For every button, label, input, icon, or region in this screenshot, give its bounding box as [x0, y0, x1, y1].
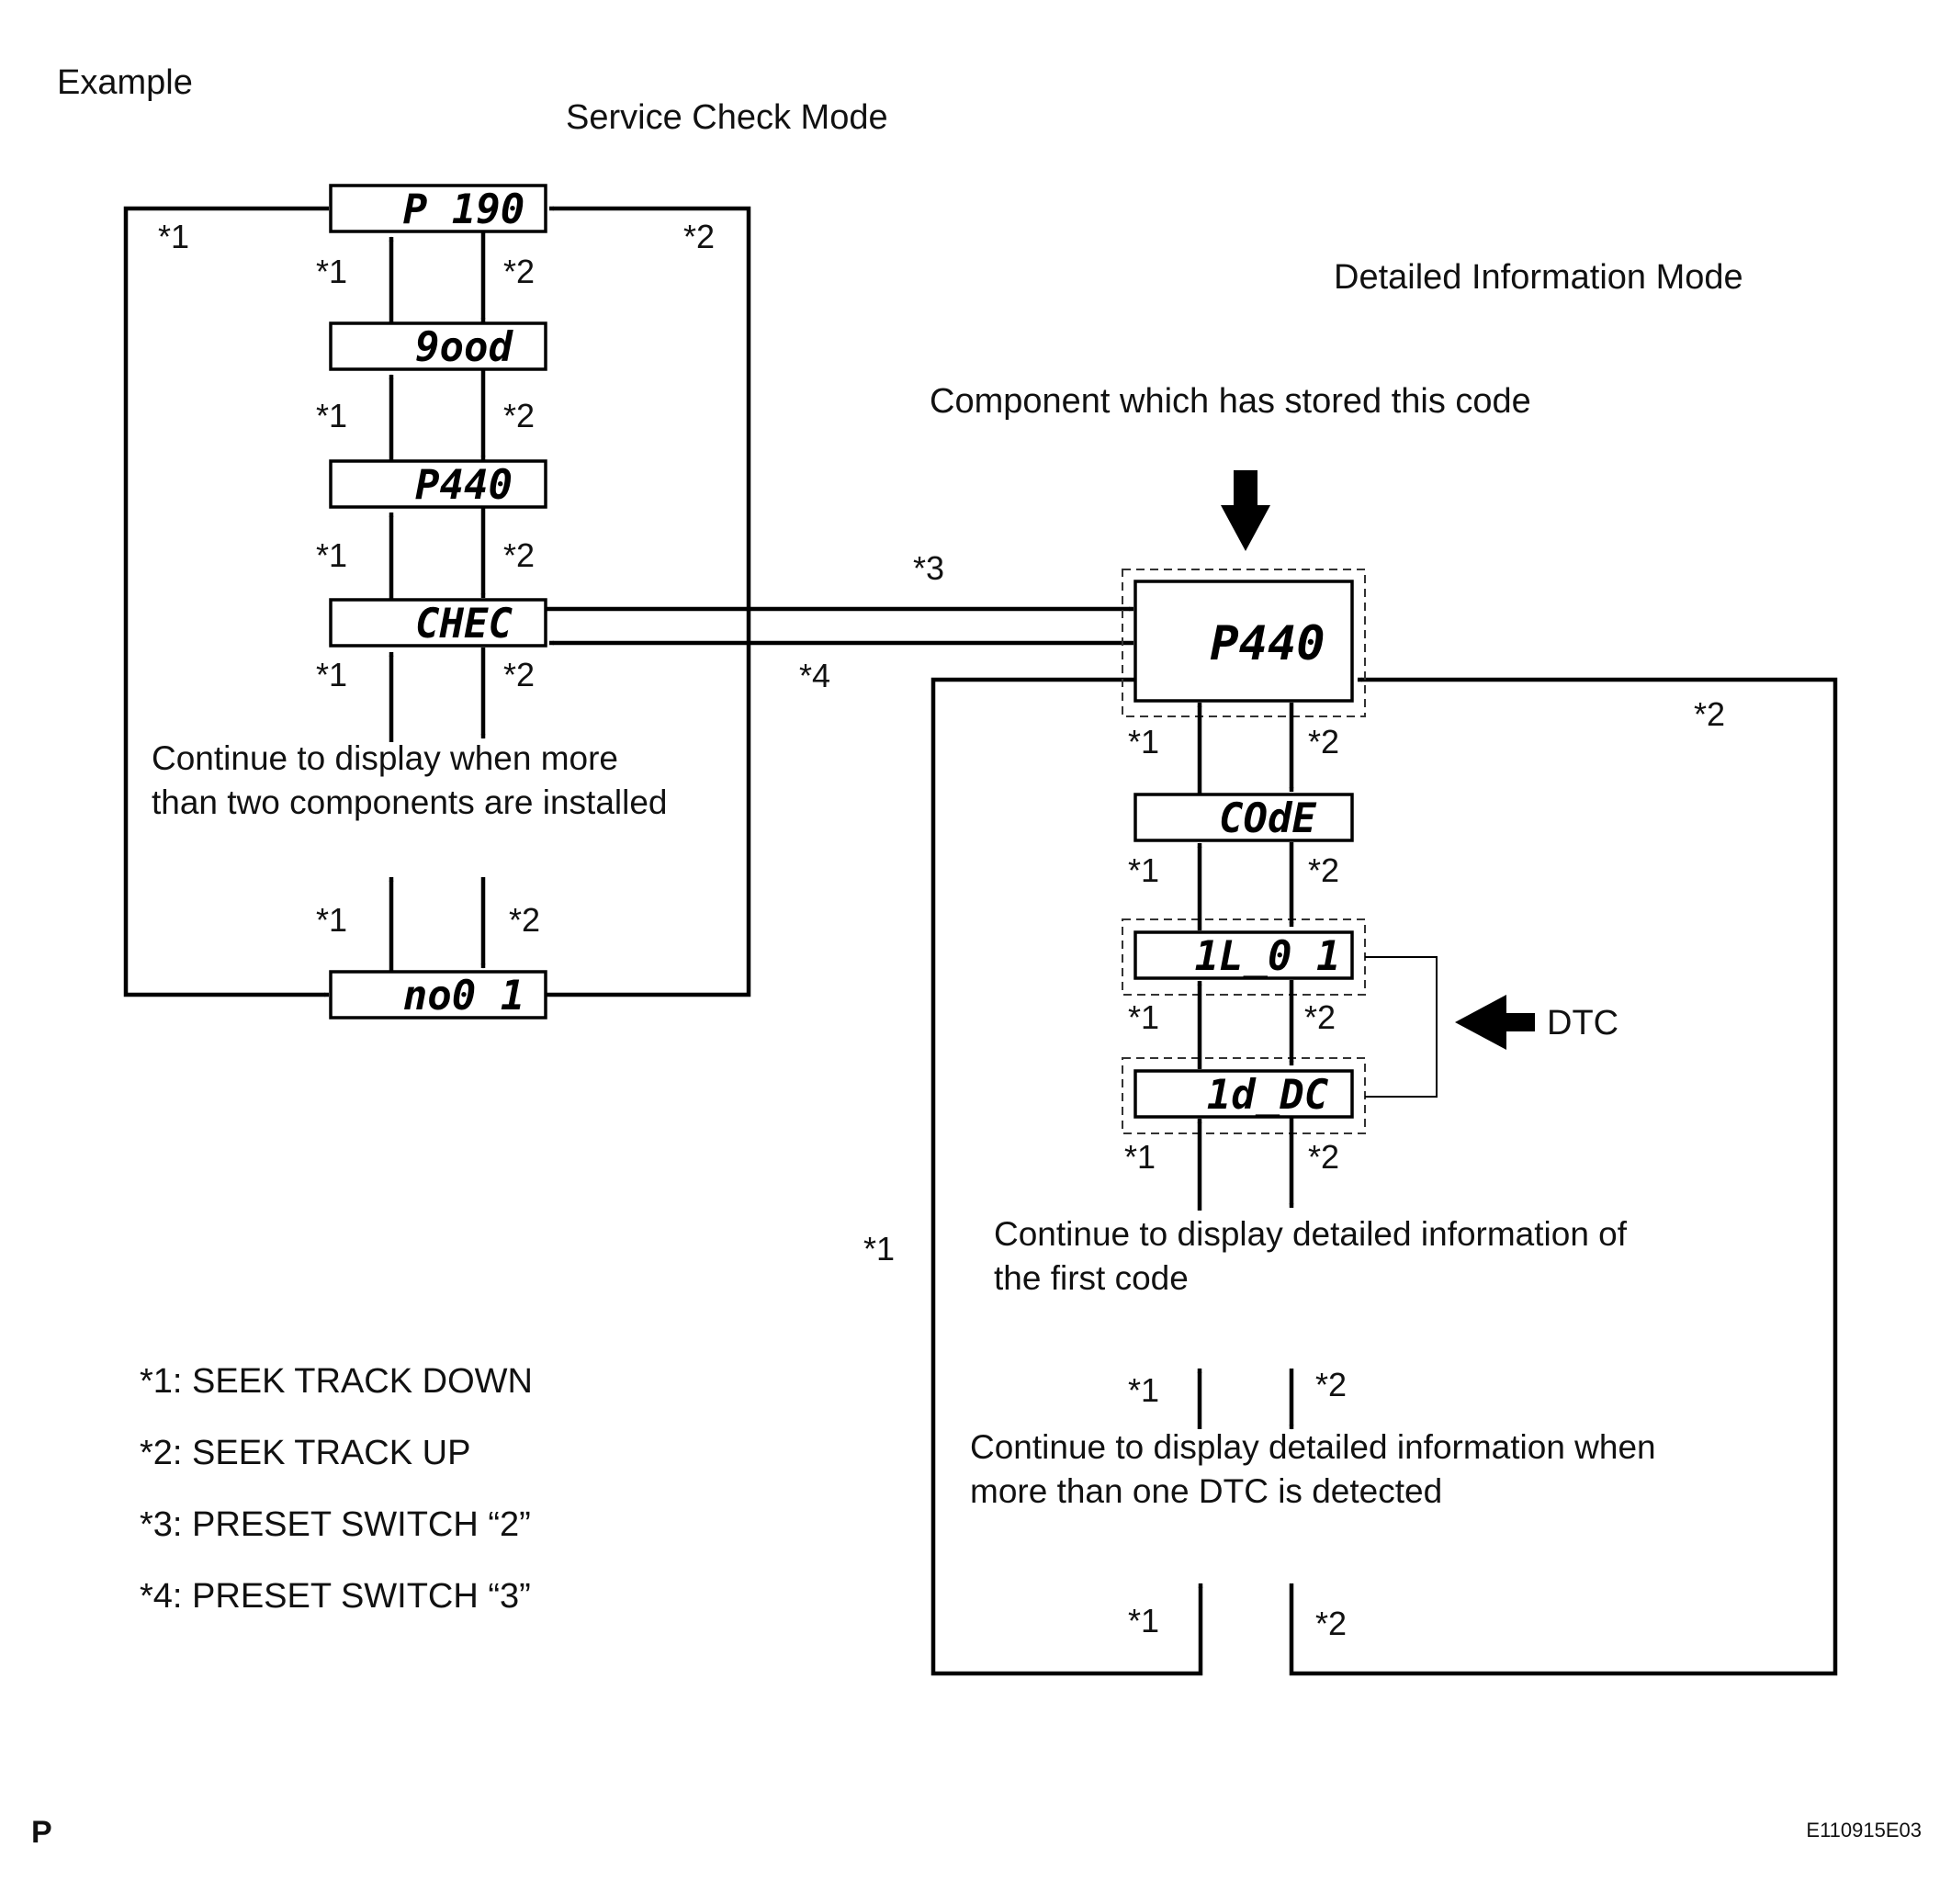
- mark-2: *2: [503, 253, 535, 290]
- mark-1: *1: [316, 253, 347, 290]
- mark-1: *1: [316, 397, 347, 434]
- dtc-label: DTC: [1547, 1004, 1618, 1042]
- service-loop-mark-1: *1: [158, 218, 189, 255]
- display-iddc: 1d_DC: [1133, 1069, 1354, 1119]
- legend-item: *4: PRESET SWITCH “3”: [140, 1577, 531, 1616]
- dtc-bracket: [1365, 956, 1438, 1098]
- service-outer-loop: [123, 206, 751, 997]
- more-dtc-note-line-2: more than one DTC is detected: [970, 1472, 1442, 1510]
- legend-item: *3: PRESET SWITCH “2”: [140, 1505, 531, 1544]
- display-code: COdE: [1133, 793, 1354, 842]
- service-continue-note-line-1: Continue to display when more: [152, 739, 618, 777]
- mark-1: *1: [316, 901, 347, 939]
- first-code-note-line-2: the first code: [994, 1259, 1189, 1297]
- mark-2: *2: [1308, 723, 1339, 760]
- mark-1: *1: [1128, 1371, 1159, 1409]
- mark-1: *1: [1128, 1602, 1159, 1639]
- mark-1: *1: [1128, 998, 1159, 1036]
- mark-2: *2: [503, 536, 535, 574]
- display-iddc-text: 1d_DC: [1207, 1072, 1329, 1119]
- display-p190-text: P 190: [403, 186, 524, 233]
- figure-code: E110915E03: [1806, 1819, 1922, 1842]
- detail-arrows: [1197, 702, 1294, 1430]
- display-chec-text: CHEC: [415, 601, 513, 648]
- mark-2: *2: [509, 901, 540, 939]
- service-arrows: [389, 232, 486, 972]
- display-good-text: 9ood: [415, 324, 513, 371]
- display-good: 9ood: [329, 321, 547, 371]
- display-code-text: COdE: [1219, 795, 1316, 842]
- mark-2: *2: [1308, 1138, 1339, 1176]
- display-no01-text: no0 1: [403, 973, 524, 1020]
- mark-2: *2: [1304, 998, 1336, 1036]
- service-loop-mark-2: *2: [683, 218, 715, 255]
- detail-mode-title: Detailed Information Mode: [1334, 258, 1743, 297]
- display-il01: 1L_0 1: [1133, 930, 1354, 980]
- mark-1: *1: [316, 656, 347, 693]
- detail-loop-mark-1: *1: [863, 1230, 895, 1267]
- legend-item: *1: SEEK TRACK DOWN: [140, 1362, 533, 1401]
- mark-1: *1: [1124, 1138, 1156, 1176]
- mark-3: *3: [913, 549, 944, 587]
- first-code-note-line-1: Continue to display detailed information…: [994, 1215, 1628, 1253]
- display-p440-service: P440: [329, 459, 547, 509]
- service-continue-note-line-2: than two components are installed: [152, 783, 668, 821]
- example-title: Example: [57, 63, 193, 102]
- more-dtc-note-line-1: Continue to display detailed information…: [970, 1428, 1656, 1466]
- mode-connectors: [546, 606, 1134, 646]
- mark-1: *1: [1128, 723, 1159, 760]
- detail-outer-loop: [930, 677, 1838, 1676]
- mark-1: *1: [1128, 851, 1159, 889]
- display-no01: no0 1: [329, 970, 547, 1020]
- mark-2: *2: [1315, 1605, 1347, 1642]
- legend: *1: SEEK TRACK DOWN *2: SEEK TRACK UP *3…: [140, 1362, 533, 1616]
- mark-2: *2: [1308, 851, 1339, 889]
- service-mode-title: Service Check Mode: [566, 98, 888, 137]
- footer-left-mark: P: [31, 1815, 52, 1850]
- mark-2: *2: [503, 397, 535, 434]
- display-chec: CHEC: [329, 598, 547, 648]
- component-pointer-arrow: [1221, 470, 1270, 551]
- component-note: Component which has stored this code: [930, 382, 1531, 421]
- legend-item: *2: SEEK TRACK UP: [140, 1434, 470, 1472]
- p440-dashed-frame: [1122, 569, 1366, 717]
- mark-2: *2: [1315, 1366, 1347, 1403]
- display-p440-service-text: P440: [415, 462, 513, 509]
- dtc-pointer-arrow: [1455, 995, 1535, 1050]
- display-p190: P 190: [329, 184, 547, 233]
- display-p440-detail-text: P440: [1210, 616, 1325, 671]
- mark-1: *1: [316, 536, 347, 574]
- display-p440-detail: P440: [1133, 580, 1354, 703]
- mark-2: *2: [503, 656, 535, 693]
- detail-loop-mark-2: *2: [1694, 695, 1725, 733]
- display-il01-text: 1L_0 1: [1195, 933, 1341, 980]
- mark-4: *4: [799, 657, 830, 694]
